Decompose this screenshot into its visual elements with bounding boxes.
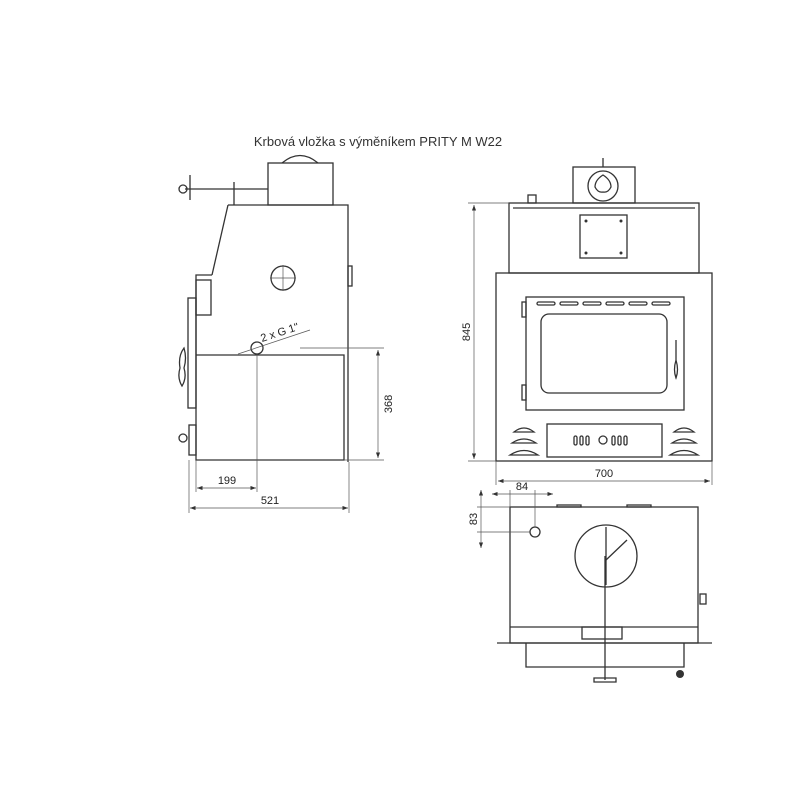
dim-368: 368 [383,395,395,413]
damper-knob [178,184,188,194]
dim-845: 845 [461,323,473,341]
inspection-plate [579,214,628,259]
damper-handle [593,677,617,683]
door-handle-icon [673,340,679,380]
upper-body [508,202,700,274]
front-frame [195,279,212,316]
lower-body [195,274,345,461]
flue-opening [574,524,638,588]
dim-199: 199 [218,475,236,487]
air-vents [507,427,701,456]
front-view: 845 700 [461,158,713,485]
top-view: 84 83 [468,481,712,683]
ash-drawer [546,423,663,458]
side-view: 2 x G 1" 368 199 521 [178,154,395,513]
drawing-title: Krbová vložka s výměníkem PRITY M W22 [253,134,503,149]
flue-box [267,162,334,206]
fire-door [525,296,685,411]
pipe-label: 2 x G 1" [259,321,300,345]
dim-521: 521 [261,495,279,507]
pipe-connection [529,526,541,538]
ash-knob [178,433,188,443]
flue-box [572,166,636,204]
door-glass [540,313,668,394]
dim-700: 700 [595,468,613,480]
pipe-stub [527,194,537,204]
flue-dome [281,154,319,164]
adjust-knob [676,670,684,678]
lower-body [495,272,713,462]
ash-door [188,424,197,456]
dim-84: 84 [516,481,528,493]
damper-dial [587,170,619,202]
pipe-leader [237,329,311,355]
door-panel [187,297,197,409]
door-handle-icon [178,346,187,388]
sloped-front [211,204,229,276]
body-outline [228,204,349,462]
dim-83: 83 [468,513,480,525]
